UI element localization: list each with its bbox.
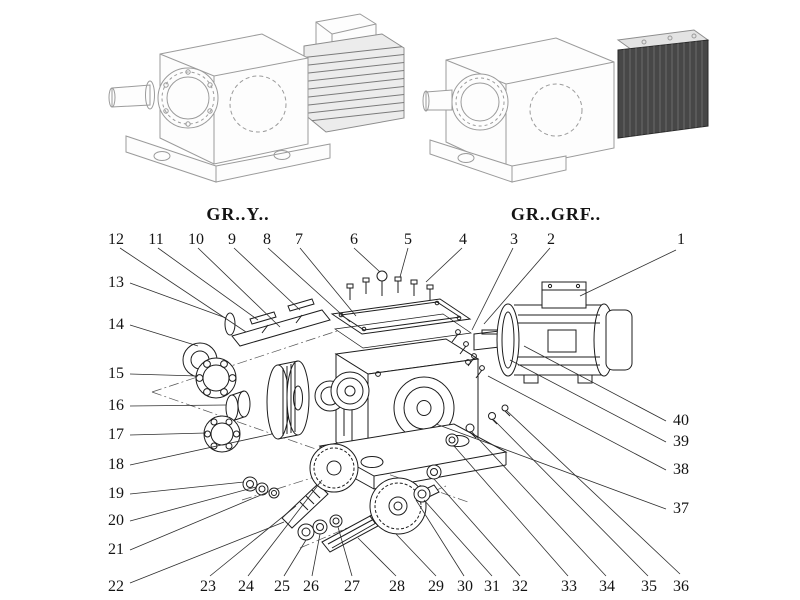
electric-motor <box>473 281 633 384</box>
motor-mounting-bolts <box>451 329 485 379</box>
callout-26: 26 <box>303 578 319 595</box>
callout-27: 27 <box>344 578 360 595</box>
callout-15: 15 <box>108 365 124 382</box>
callout-1: 1 <box>677 231 685 248</box>
model-label-right: GR..GRF.. <box>511 204 601 224</box>
output-shaft-group <box>321 464 442 553</box>
callout-40: 40 <box>673 412 689 429</box>
callout-28: 28 <box>389 578 405 595</box>
callout-6: 6 <box>350 231 358 248</box>
callout-4: 4 <box>459 231 467 248</box>
callout-17: 17 <box>108 426 124 443</box>
callout-13: 13 <box>108 274 124 291</box>
callout-11: 11 <box>148 231 163 248</box>
callout-8: 8 <box>263 231 271 248</box>
right-fasteners <box>445 404 511 447</box>
callout-7: 7 <box>295 231 303 248</box>
callout-20: 20 <box>108 512 124 529</box>
callout-18: 18 <box>108 456 124 473</box>
callout-numbers: 12 11 10 9 8 7 6 5 4 3 2 1 13 14 15 16 1… <box>108 231 689 595</box>
callout-19: 19 <box>108 485 124 502</box>
cover-bolts <box>346 270 434 301</box>
callout-36: 36 <box>673 578 689 595</box>
assembled-view-gr-y <box>108 13 405 183</box>
callout-29: 29 <box>428 578 444 595</box>
callout-35: 35 <box>641 578 657 595</box>
assembled-view-gr-grf <box>422 29 710 183</box>
callout-10: 10 <box>188 231 204 248</box>
model-label-left: GR..Y.. <box>206 204 269 224</box>
callout-37: 37 <box>673 500 689 517</box>
exploded-assembly <box>151 270 633 553</box>
leader-lines <box>119 247 681 584</box>
callout-22: 22 <box>108 578 124 595</box>
callout-30: 30 <box>457 578 473 595</box>
callout-23: 23 <box>200 578 216 595</box>
callout-14: 14 <box>108 316 124 333</box>
seal-and-bearings <box>182 342 251 453</box>
callout-21: 21 <box>108 541 124 558</box>
callout-38: 38 <box>673 461 689 478</box>
callout-3: 3 <box>510 231 518 248</box>
callout-2: 2 <box>547 231 555 248</box>
intermediate-pinion-group <box>242 443 359 541</box>
callout-25: 25 <box>274 578 290 595</box>
large-input-gear <box>266 360 370 440</box>
callout-32: 32 <box>512 578 528 595</box>
cover-plate <box>330 298 472 349</box>
callout-33: 33 <box>561 578 577 595</box>
callout-24: 24 <box>238 578 254 595</box>
callout-16: 16 <box>108 397 124 414</box>
callout-34: 34 <box>599 578 615 595</box>
callout-39: 39 <box>673 433 689 450</box>
callout-31: 31 <box>484 578 500 595</box>
callout-9: 9 <box>228 231 236 248</box>
input-shaft-group <box>224 298 331 347</box>
callout-5: 5 <box>404 231 412 248</box>
callout-12: 12 <box>108 231 124 248</box>
